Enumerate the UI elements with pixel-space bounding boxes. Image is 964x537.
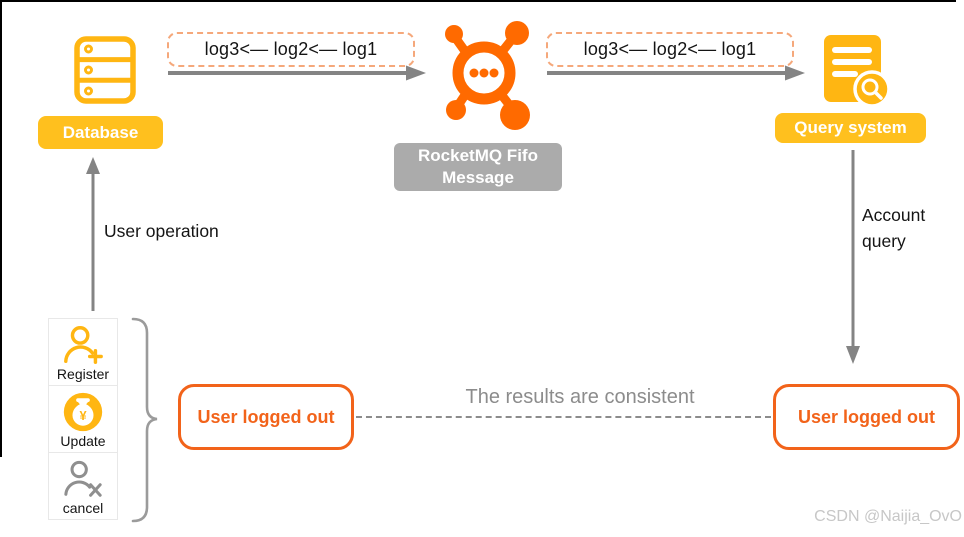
account-query-label: Account query <box>862 205 926 251</box>
database-label-text: Database <box>62 122 139 142</box>
money-bag-icon: ¥ <box>63 392 103 432</box>
result-box-left-text: User logged out <box>197 406 335 427</box>
result-box-left: User logged out <box>178 384 354 450</box>
log-sequence-box-1: log3<— log2<— log1 <box>167 32 415 67</box>
database-icon <box>74 36 136 104</box>
user-cancel-icon <box>64 460 102 497</box>
frame-left-edge <box>0 0 2 457</box>
query-system-label-text: Query system <box>794 118 907 137</box>
consistency-label: The results are consistent <box>465 386 695 408</box>
operations-bracket <box>131 317 158 523</box>
watermark: CSDN @Naijia_OvO <box>814 508 962 525</box>
rocketmq-label-line2: Message <box>442 168 514 187</box>
log-sequence-text-1: log3<— log2<— log1 <box>204 39 378 59</box>
user-add-icon <box>64 326 103 364</box>
arrow-user-operation-up <box>86 157 100 311</box>
operation-register-label: Register <box>56 366 110 382</box>
operation-cancel: cancel <box>48 452 118 520</box>
result-box-right: User logged out <box>773 384 960 450</box>
arrow-database-to-rocketmq <box>168 65 426 81</box>
arrow-rocketmq-to-query <box>547 65 805 81</box>
frame-top-edge <box>0 0 956 2</box>
arrow-account-query-down <box>846 150 860 364</box>
rocketmq-label: RocketMQ Fifo Message <box>394 143 562 191</box>
query-system-icon <box>824 35 891 108</box>
query-system-label: Query system <box>775 113 926 143</box>
operation-update-label: Update <box>60 433 106 449</box>
result-box-right-text: User logged out <box>797 406 935 427</box>
operation-register: Register <box>48 318 118 386</box>
operation-cancel-label: cancel <box>62 500 104 516</box>
rocketmq-label-line1: RocketMQ Fifo <box>418 146 538 165</box>
yen-symbol: ¥ <box>79 408 87 423</box>
database-label: Database <box>38 116 163 149</box>
log-sequence-text-2: log3<— log2<— log1 <box>583 39 757 59</box>
operation-update: ¥ Update <box>48 385 118 453</box>
log-sequence-box-2: log3<— log2<— log1 <box>546 32 794 67</box>
user-operation-label: User operation <box>104 221 219 241</box>
operations-column: Register ¥ Update cancel <box>48 318 118 520</box>
rocketmq-icon <box>445 21 530 130</box>
consistency-dashed-line <box>356 416 771 418</box>
